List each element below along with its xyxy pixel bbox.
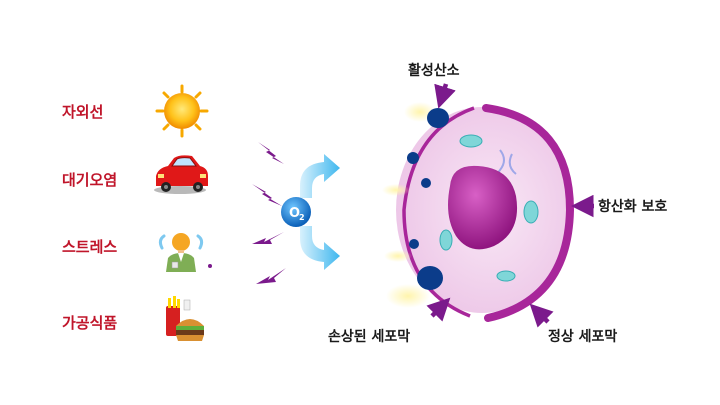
source-label-processed-food: 가공식품 [62,314,118,332]
nucleus [448,165,518,250]
sun-icon [155,84,209,138]
oxygen-molecule: O 2 [281,197,311,227]
label-normal-membrane: 정상 세포막 [548,329,618,345]
stressed-person-icon [158,233,212,272]
source-label-stress: 스트레스 [62,238,118,256]
source-label-air-pollution: 대기오염 [62,171,118,189]
bolt-icon [252,232,284,244]
source-label-uv: 자외선 [62,103,104,121]
oxygen-subscript: 2 [299,213,305,222]
flow-arrows [300,154,340,270]
arrow-to-radical-icon [434,83,456,109]
flow-arrow-down-icon [300,226,340,270]
label-antioxidant-protection: 항산화 보호 [598,199,668,215]
radical-dot [409,239,419,249]
radical-dot [421,178,431,188]
label-damaged-membrane: 손상된 세포막 [328,329,411,345]
label-reactive-oxygen: 활성산소 [408,63,460,79]
fast-food-icon [166,296,204,341]
flow-arrow-up-icon [300,154,340,198]
normal-membrane-arc [482,104,575,322]
bolt-icon [256,268,286,284]
oxygen-symbol: O [289,206,300,221]
radical-dot [427,108,449,128]
bolt-icon [258,142,284,164]
lightning-bolts [252,142,286,284]
arrow-damaged-membrane-icon [426,297,451,322]
cell [396,104,575,322]
pointer-arrows [426,83,594,328]
radicals [382,102,449,308]
radical-dot [417,266,443,290]
car-icon [154,155,208,194]
radical-dot [407,152,419,164]
bolt-icon [252,184,282,206]
arrow-normal-membrane-icon [529,303,554,328]
